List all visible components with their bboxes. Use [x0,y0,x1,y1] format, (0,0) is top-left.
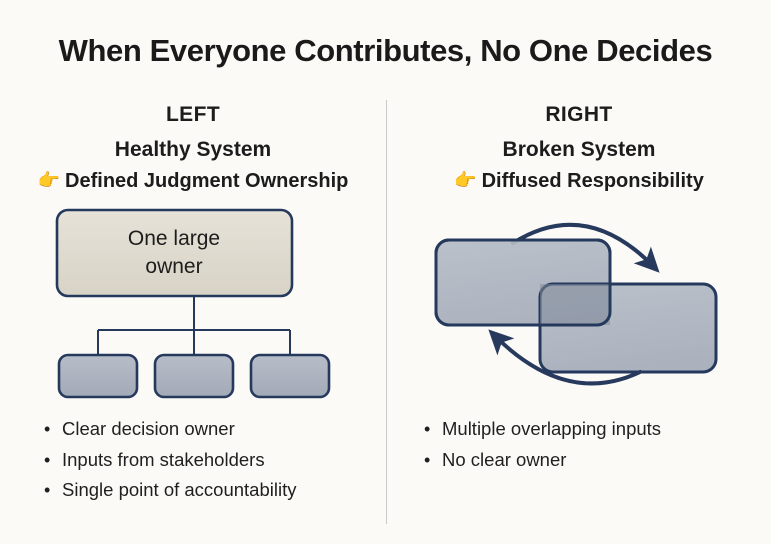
cycle-arrow-top [511,222,660,273]
right-column-heading: Broken System [502,138,656,161]
right-diagram [386,195,771,410]
list-item: • No clear owner [424,448,754,470]
hierarchy-tree-svg: One large owner [55,208,331,399]
overlapping-boxes-cycle-svg [434,222,718,386]
tree-connectors [97,295,291,355]
bullet-text: Clear decision owner [62,418,235,439]
page-title: When Everyone Contributes, No One Decide… [58,33,713,68]
bullet-text: Single point of accountability [62,479,297,500]
list-item: • Clear decision owner [44,418,374,439]
bullet-dot-icon: • [44,480,51,500]
overlapping-box-1-outline [434,238,612,327]
right-column-label: RIGHT [545,103,613,126]
left-bullet-list: • Clear decision owner • Inputs from stake… [44,418,374,512]
list-item: • Inputs from stakeholders [44,448,374,470]
list-item: • Multiple overlapping inputs [424,418,754,439]
left-column-heading: Healthy System [114,138,272,161]
right-column-subheading: Diffused Responsibility [481,170,704,192]
parent-box-label-line1: One large [128,227,220,250]
overlap-region [540,284,610,325]
right-column: RIGHT Broken System 👉Diffused Responsibi… [386,0,771,544]
bullet-text: Inputs from stakeholders [62,448,265,470]
left-diagram: One large owner [0,195,386,410]
pointing-right-hand-icon: 👉 [454,170,477,190]
parent-box [55,208,294,298]
left-column: LEFT Healthy System 👉Defined Judgment Ow… [0,103,386,512]
right-bullet-list: • Multiple overlapping inputs • No clear o… [424,418,754,481]
child-box-3 [249,353,331,399]
parent-box-label-line2: owner [145,255,202,278]
left-column-subheading: Defined Judgment Ownership [65,170,349,192]
bullet-dot-icon: • [424,449,431,470]
right-column-subheading-row: 👉Diffused Responsibility [386,170,771,193]
bullet-text: No clear owner [442,448,567,470]
child-box-1 [57,353,139,399]
cycle-arrow-bottom [488,329,642,386]
column-divider [386,100,387,524]
left-column-subheading-row: 👉Defined Judgment Ownership [0,170,386,193]
bullet-dot-icon: • [424,419,431,439]
child-box-2 [153,353,235,399]
bullet-dot-icon: • [44,419,51,439]
left-column-label: LEFT [165,103,221,126]
bullet-text: Multiple overlapping inputs [442,418,662,439]
bullet-dot-icon: • [44,449,51,470]
pointing-right-hand-icon: 👉 [37,170,61,190]
list-item: • Single point of accountability [44,479,374,500]
